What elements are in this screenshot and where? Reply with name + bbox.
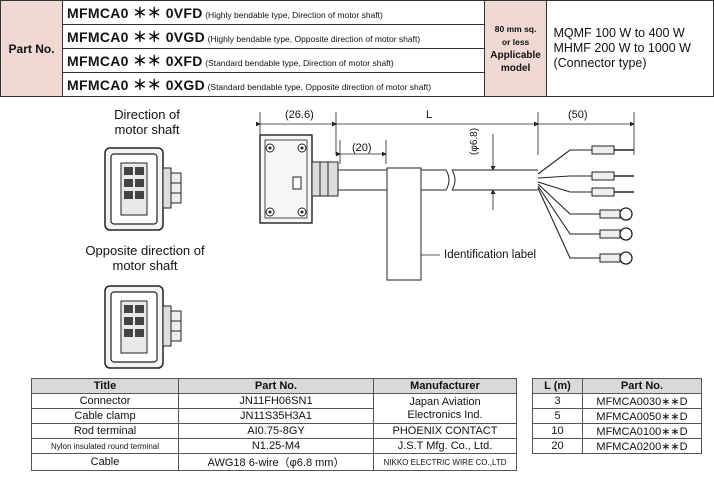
length-cell: 20 (532, 438, 583, 454)
connector-view-direction (104, 147, 182, 231)
model-row: MFMCA0 ＊＊ 0VGD (Highly bendable type, Op… (62, 24, 485, 49)
identification-label-text: Identification label (444, 249, 537, 261)
model-desc: (Highly bendable type, Opposite directio… (207, 33, 421, 44)
dim-cable-length: L (426, 109, 433, 121)
manufacturer-line: Japan Aviation (409, 395, 481, 408)
manufacturer-cell: Japan Aviation Electronics Ind. (373, 393, 517, 424)
part-cell: MFMCA0100∗∗D (582, 423, 702, 439)
title-cell: Cable clamp (31, 408, 179, 424)
part-cell: JN11S35H3A1 (178, 408, 374, 424)
length-cell: 3 (532, 393, 583, 409)
table-row: Connector JN11FH06SN1 Japan Aviation Ele… (31, 393, 517, 424)
manufacturer-cell: J.S.T Mfg. Co., Ltd. (373, 438, 517, 454)
table-row: Cable AWG18 6-wire（φ6.8 mm） NIKKO ELECTR… (31, 453, 517, 471)
table-row: Rod terminal AI0.75-8GY PHOENIX CONTACT (31, 423, 517, 439)
applicable-label-1: Applicable (490, 49, 541, 61)
dim-connector-width: (26.6) (285, 109, 314, 121)
model-row: MFMCA0 ＊＊ 0XFD (Standard bendable type, … (62, 48, 485, 73)
model-code: MFMCA0 ＊＊ 0VGD (67, 28, 206, 45)
model-desc: (Standard bendable type, Opposite direct… (207, 81, 432, 92)
table-row: Nylon insulated round terminal N1.25-M4 … (31, 438, 517, 454)
model-row: MFMCA0 ＊＊ 0XGD (Standard bendable type, … (62, 72, 485, 97)
model-code: MFMCA0 ＊＊ 0VFD (67, 4, 203, 21)
dim-cable-diameter: (φ6.8) (469, 127, 480, 155)
applicable-model-cell: 80 mm sq. or less Applicable model (483, 0, 548, 97)
motor-line: MHMF 200 W to 1000 W (553, 41, 691, 55)
dim-clamp-length: (20) (352, 142, 372, 154)
title-cell: Rod terminal (31, 423, 179, 439)
caption-line: motor shaft (112, 258, 178, 273)
col-part-no: Part No. (178, 378, 374, 394)
title-cell: Connector (31, 393, 179, 409)
col-part-no: Part No. (582, 378, 702, 394)
motor-line: (Connector type) (553, 56, 647, 70)
part-cell: MFMCA0200∗∗D (582, 438, 702, 454)
caption-line: motor shaft (114, 122, 180, 137)
connector-view-opposite (104, 285, 182, 369)
model-desc: (Standard bendable type, Direction of mo… (205, 57, 394, 68)
part-number-table: Part No. MFMCA0 ＊＊ 0VFD (Highly bendable… (0, 0, 714, 97)
cable-drawing (256, 112, 635, 281)
parts-table: Title Part No. Manufacturer Connector JN… (31, 378, 517, 471)
manufacturer-line: Electronics Ind. (407, 408, 483, 421)
part-cell: JN11FH06SN1 (178, 393, 374, 409)
length-cell: 5 (532, 408, 583, 424)
title-cell: Cable (31, 453, 179, 471)
manufacturer-cell: NIKKO ELECTRIC WIRE CO.,LTD (373, 453, 517, 471)
caption-opposite: Opposite direction of motor shaft (70, 243, 220, 273)
model-row: MFMCA0 ＊＊ 0VFD (Highly bendable type, Di… (62, 0, 485, 25)
applicable-size: 80 mm sq. (494, 23, 537, 34)
caption-line: Opposite direction of (85, 243, 205, 258)
model-code: MFMCA0 ＊＊ 0XFD (67, 52, 203, 69)
part-cell: N1.25-M4 (178, 438, 374, 454)
caption-direction: Direction of motor shaft (92, 107, 202, 137)
dim-lead-length: (50) (568, 109, 588, 121)
part-cell: MFMCA0030∗∗D (582, 393, 702, 409)
motor-cell: MQMF 100 W to 400 W MHMF 200 W to 1000 W… (546, 0, 714, 97)
title-cell: Nylon insulated round terminal (31, 438, 179, 454)
part-cell: AI0.75-8GY (178, 423, 374, 439)
col-length: L (m) (532, 378, 583, 394)
part-cell: MFMCA0050∗∗D (582, 408, 702, 424)
part-no-label: Part No. (0, 0, 64, 97)
motor-line: MQMF 100 W to 400 W (553, 26, 685, 40)
applicable-or-less: or less (501, 36, 530, 47)
model-code: MFMCA0 ＊＊ 0XGD (67, 76, 206, 93)
table-row: Cable clamp JN11S35H3A1 (31, 408, 517, 424)
col-manufacturer: Manufacturer (373, 378, 517, 394)
caption-line: Direction of (114, 107, 180, 122)
length-cell: 10 (532, 423, 583, 439)
model-desc: (Highly bendable type, Direction of moto… (205, 9, 383, 20)
part-cell: AWG18 6-wire（φ6.8 mm） (178, 453, 374, 471)
col-title: Title (31, 378, 179, 394)
manufacturer-cell: PHOENIX CONTACT (373, 423, 517, 439)
applicable-label-2: model (500, 62, 531, 74)
